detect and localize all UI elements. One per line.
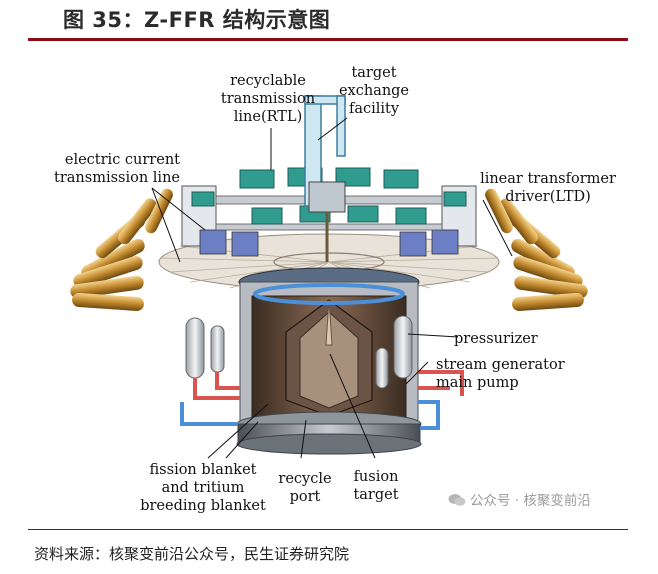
label-ltd: linear transformer driver(LTD)	[480, 171, 616, 205]
label-target-exchange-facility: target exchange facility	[338, 65, 410, 117]
label-recycle-port: recycle port	[278, 471, 332, 505]
label-fission-blanket: fission blanket and tritium breeding bla…	[140, 462, 266, 514]
wechat-icon	[448, 494, 466, 506]
label-rtl: recyclable transmission line(RTL)	[220, 73, 316, 125]
right-loop	[375, 315, 464, 430]
figure-source: 资料来源：核聚变前沿公众号，民生证券研究院	[34, 545, 350, 563]
label-stream-generator-main-pump: stream generator main pump	[436, 357, 565, 391]
target-exchange-tower	[304, 95, 346, 262]
ltd-left	[70, 188, 173, 312]
figure-title: 图 35：Z-FFR 结构示意图	[63, 8, 331, 32]
left-loop	[180, 317, 240, 426]
source-rule	[28, 529, 628, 530]
reactor-vessel	[236, 267, 422, 455]
watermark: 公众号 · 核聚变前沿	[448, 489, 591, 509]
ltd-right	[485, 188, 588, 312]
label-fusion-target: fusion target	[353, 469, 399, 503]
label-pressurizer: pressurizer	[454, 331, 538, 347]
title-rule	[28, 38, 628, 41]
leader-lines	[151, 117, 513, 459]
label-electric-current-transmission-line: electric current transmission line	[54, 152, 180, 186]
